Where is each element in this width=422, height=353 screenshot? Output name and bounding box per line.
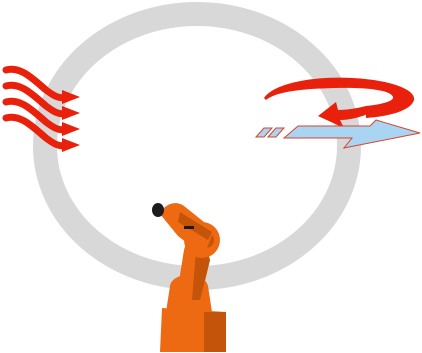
robot-logo — [184, 226, 194, 229]
robot-tool-flange — [152, 203, 164, 217]
robot-base-side — [204, 312, 226, 352]
